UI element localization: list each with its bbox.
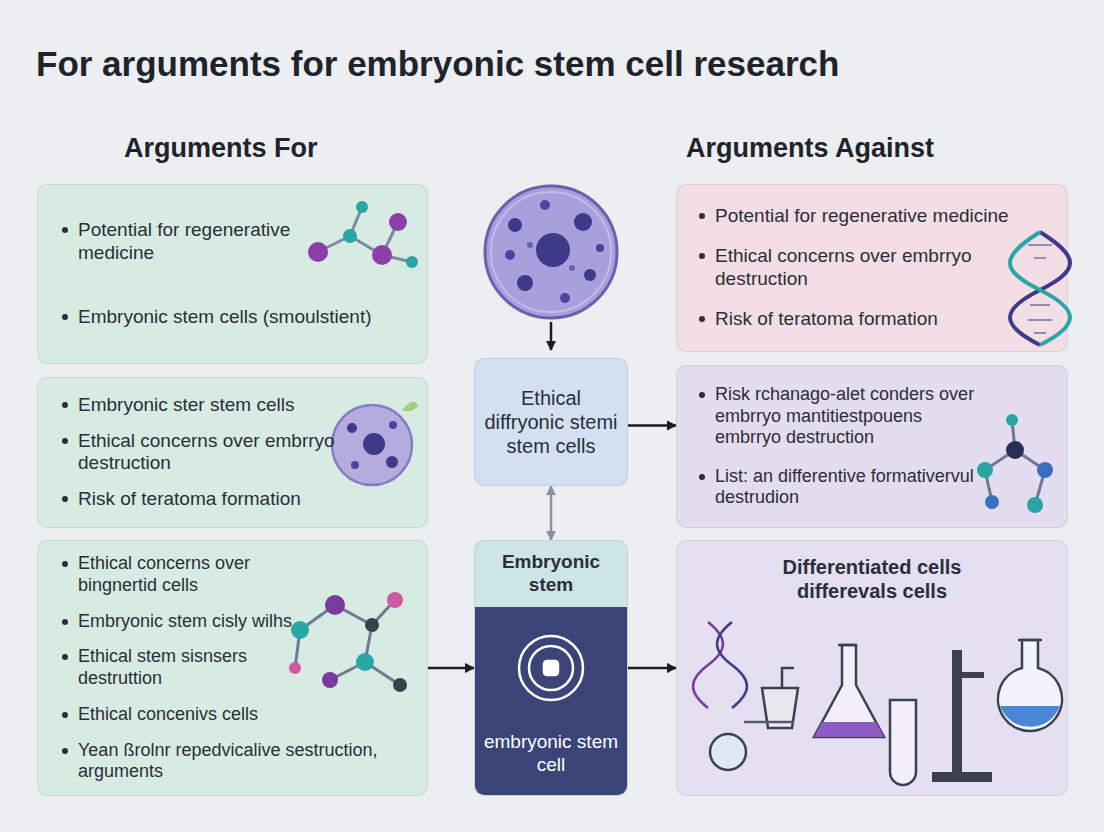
- text-row: Yean ßrolnr repedvicalive sestruction, a…: [62, 740, 411, 783]
- bullet-text: Potential for regenerative medicine: [715, 205, 1009, 228]
- stem-cell-panel: embryonic stem cell: [475, 607, 627, 795]
- argument-box: Embryonic ster stem cellsEthical concern…: [37, 377, 428, 528]
- bullet-text: Ethical concerns over embrryo destructio…: [715, 245, 1025, 291]
- bullet-text: Embryonic stem cisly wilhs: [78, 611, 292, 633]
- cell-icon: [332, 402, 418, 485]
- stem-cell-box: Embryonic stem embryonic stem cell: [474, 540, 628, 796]
- bullet-dot: [62, 712, 68, 718]
- center-box: Ethical diffryonic stemi stem cells: [474, 358, 628, 486]
- connector-arrow: [428, 667, 474, 670]
- bullet-dot: [699, 253, 705, 259]
- box-text: Differentiated cells differevals cells: [747, 555, 997, 603]
- bullet-dot: [62, 314, 68, 320]
- text-row: Embryonic stem cisly wilhs: [62, 611, 411, 633]
- bullet-dot: [699, 316, 705, 322]
- text-row: Ethical concerns over embrryo destructio…: [699, 245, 1051, 291]
- bullet-text: Ethical concerns over embrryo destructio…: [78, 430, 338, 476]
- connector-arrow: [628, 667, 676, 670]
- bullet-text: Risk of teratoma formation: [78, 488, 301, 511]
- argument-box: Potential for regenerative medicineEmbry…: [37, 184, 428, 364]
- text-row: Risk rchanago-alet conders over embrryo …: [699, 384, 1051, 449]
- cell-illustration: [485, 186, 617, 318]
- text-row: Ethical concerns over bingnertid cells: [62, 553, 411, 596]
- argument-box: Risk rchanago-alet conders over embrryo …: [676, 365, 1068, 528]
- text-row: Potential for regenerative medicine: [62, 219, 411, 265]
- lab-ware-illustration: [693, 622, 1062, 785]
- text-row: Ethical concerns over embrryo destructio…: [62, 430, 411, 476]
- text-row: Ethical diffryonic stemi stem cells: [482, 386, 620, 458]
- bullet-dot: [62, 748, 68, 754]
- bullet-dot: [62, 561, 68, 567]
- column-heading: Arguments Against: [686, 133, 934, 164]
- connector-arrow: [550, 486, 553, 540]
- text-row: Embryonic stem: [479, 551, 623, 597]
- box-text: Ethical diffryonic stemi stem cells: [482, 386, 620, 458]
- cell-icon: [519, 636, 583, 700]
- text-row: Differentiated cells differevals cells: [687, 555, 1057, 603]
- bullet-dot: [62, 496, 68, 502]
- cell-arrow: [550, 322, 553, 350]
- molecule-icon: [289, 592, 407, 692]
- bullet-text: Yean ßrolnr repedvicalive sestruction, a…: [78, 740, 411, 783]
- bullet-dot: [699, 474, 705, 480]
- molecule-icon: [977, 414, 1053, 513]
- box-text: embryonic stem cell: [481, 731, 621, 777]
- bullet-dot: [62, 402, 68, 408]
- argument-box: Potential for regenerative medicineEthic…: [676, 184, 1068, 352]
- bullet-dot: [62, 619, 68, 625]
- bullet-dot: [699, 213, 705, 219]
- bullet-dot: [62, 438, 68, 444]
- bullet-text: Risk rchanago-alet conders over embrryo …: [715, 384, 985, 449]
- bullet-dot: [699, 392, 705, 398]
- bullet-text: List: an differentive formativervul dest…: [715, 466, 985, 509]
- bullet-text: Ethical stem sisnsers destruttion: [78, 646, 303, 689]
- text-row: Ethical stem sisnsers destruttion: [62, 646, 411, 689]
- bullet-dot: [62, 227, 68, 233]
- bullet-text: Embryonic ster stem cells: [78, 394, 294, 417]
- dna-icon: [1010, 232, 1070, 345]
- column-heading: Arguments For: [124, 133, 318, 164]
- text-row: Risk of teratoma formation: [699, 308, 1051, 331]
- bullet-dot: [62, 654, 68, 660]
- diagram-title: For arguments for embryonic stem cell re…: [36, 44, 839, 84]
- text-row: embryonic stem cell: [481, 731, 621, 777]
- bullet-text: Ethical concenivs cells: [78, 704, 258, 726]
- bullet-text: Risk of teratoma formation: [715, 308, 938, 331]
- text-row: Embryonic stem cells (smoulstient): [62, 306, 411, 329]
- result-box: Differentiated cells differevals cells: [676, 540, 1068, 796]
- text-row: Potential for regenerative medicine: [699, 205, 1051, 228]
- molecule-icon: [308, 201, 418, 268]
- text-row: Embryonic ster stem cells: [62, 394, 411, 417]
- connector-arrow: [628, 424, 676, 427]
- bullet-text: Ethical concerns over bingnertid cells: [78, 553, 303, 596]
- box-text: Embryonic stem: [479, 551, 623, 597]
- argument-box: Ethical concerns over bingnertid cellsEm…: [37, 540, 428, 796]
- text-row: Ethical concenivs cells: [62, 704, 411, 726]
- bullet-text: Embryonic stem cells (smoulstient): [78, 306, 372, 329]
- text-row: Risk of teratoma formation: [62, 488, 411, 511]
- text-row: List: an differentive formativervul dest…: [699, 466, 1051, 509]
- bullet-text: Potential for regenerative medicine: [78, 219, 318, 265]
